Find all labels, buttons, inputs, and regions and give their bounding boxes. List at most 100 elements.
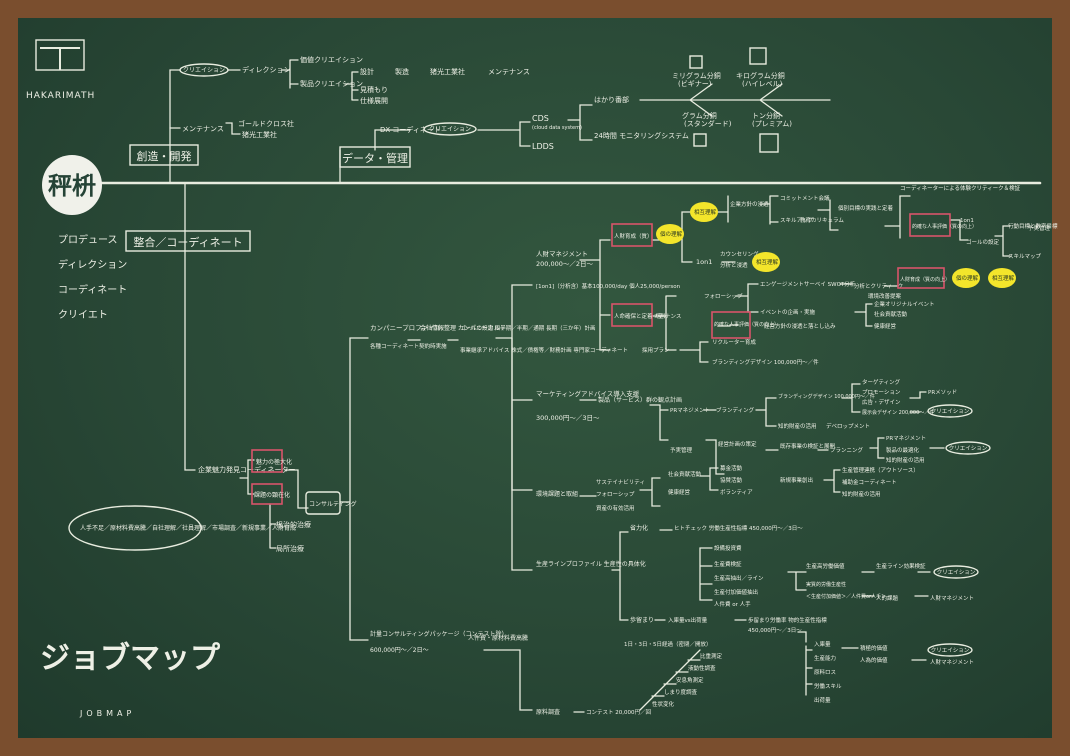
line-production: [611, 531, 629, 621]
chalkboard-surface: [18, 18, 1052, 738]
integration-right: カンパニープロファイル 各種コーディネート契約時実施 会社情報整理 カンパニーカ…: [370, 184, 1058, 716]
product-creation: 製品クリエイション: [300, 79, 363, 88]
cds-label: CDS: [532, 114, 549, 123]
labor-skill: 労働スキル: [814, 682, 842, 690]
education-label: 教育カリキュラム: [800, 216, 844, 224]
business-support: 事業継承アドバイス 株式／債権等／財務計画 専門家コーディネート: [460, 346, 628, 354]
stability-label: 安息角測定: [676, 676, 704, 684]
value-added: 生産付加価値抽出: [714, 588, 758, 596]
marketing-label: マーケティングアドバイス導入支援: [536, 389, 640, 398]
schedule-label: 1日・3日・5日経過（密閉／開放）: [624, 640, 712, 648]
action-goal: 行動目標と数字目標: [1008, 222, 1058, 230]
pr-management: PRマネジメント: [670, 407, 710, 414]
branch-integration: 整合／コーディネート: [133, 235, 242, 249]
creation-tag-oval: [179, 63, 229, 77]
line-recruit: [679, 341, 709, 363]
recruitment-label: 採用プラン: [642, 346, 670, 354]
value-labor: ＜生産付加価値＞／人件費or人手＞: [806, 593, 886, 600]
mutual3-highlight: [988, 268, 1016, 288]
integration-left: 企業魅力発見コーディネーター 人手不足／原材料費高騰／自社理解／社員理解／市場調…: [68, 449, 357, 553]
weight-measure: 比重測定: [700, 652, 723, 660]
value-focus: 積極的価値: [860, 644, 888, 652]
labor-material: 人件費・原材料費高騰: [468, 634, 528, 642]
center-node: 秤枡: [42, 155, 102, 215]
consulting-label: コンサルティング: [309, 500, 357, 508]
branch-integration-line: [184, 182, 196, 471]
jobmap-sub: JOBMAP: [79, 709, 135, 718]
hr-secure: 人命確保と定着（量）: [614, 312, 669, 320]
line-goal-action: [994, 225, 1011, 257]
pr-management2: PRマネジメント: [886, 435, 926, 442]
creation-tag4-oval: [945, 441, 991, 455]
labor-saving: 省力化: [630, 524, 648, 532]
pr-method: PRメソッド: [928, 390, 957, 396]
skillup-label: スキルアップ: [780, 217, 814, 224]
hr-secure-box: [611, 303, 653, 327]
line-social: [699, 467, 719, 491]
profile-items: 各種コーディネート契約時実施: [370, 342, 447, 350]
hr-management: 人財マネジメント: [536, 249, 588, 258]
role-create: クリイエト: [58, 309, 108, 321]
line-consulting-split: [339, 337, 369, 641]
line-products: [649, 404, 669, 441]
promotion-label: プロモーション: [862, 389, 901, 396]
volunteer-label: ボランティア: [720, 488, 753, 496]
root-cure: 根治的治療: [276, 520, 311, 529]
line-hr-split: [579, 239, 611, 351]
subsidy-label: 補助金コーディネート: [842, 478, 897, 486]
branding-design2: ブランディングデザイン 100,000円〜／件: [778, 393, 875, 400]
line-pr: [703, 397, 777, 427]
weight-mg: ミリグラム分銅: [672, 71, 721, 80]
yield-label: 歩留まり: [630, 616, 654, 624]
value-creation: 価値クリエイション: [300, 55, 363, 64]
internal-events: 企業オリジナルイベント: [874, 300, 935, 308]
creation-tag4: クリエイション: [949, 445, 988, 452]
governance-label: ガバナンス: [654, 312, 681, 320]
spec-label: 仕様展開: [360, 96, 388, 105]
events-label: イベントの企画・実施: [760, 308, 816, 316]
visualize-box: [251, 449, 283, 473]
follow2-label: フォローシップ: [596, 491, 635, 498]
production-line2: 生産高抽出／ライン: [714, 574, 764, 582]
creation-tag5: クリエイション: [937, 569, 976, 576]
engagement-label: エンゲージメントサーベイ SWOT分析: [760, 280, 856, 288]
env-improve: 環境改善提案: [868, 292, 902, 300]
budget-mgmt: 予実管理: [670, 446, 693, 454]
problems-note: 人手不足／原材料費高騰／自社理解／社員理解／市場調査／新規事業／人財育成: [80, 524, 296, 532]
line-direction-split: [281, 59, 299, 89]
cds-sub: (cloud data system): [532, 125, 582, 131]
data-box: [339, 146, 411, 168]
line-env: [579, 477, 661, 507]
new-biz: 新規事業創出: [780, 476, 813, 484]
indiv2-label: 個の理解: [956, 274, 979, 282]
rotation-label: しまり度調査: [664, 688, 698, 696]
problems-bubble: [68, 505, 202, 551]
line-commit: [759, 195, 779, 225]
line-product-split: [344, 71, 359, 101]
line-goal-split: [495, 284, 533, 491]
line-ad: [909, 391, 927, 413]
issue-label: 課題の顕在化: [254, 491, 290, 499]
org-goal: 個別目標の実践と定着: [838, 204, 894, 212]
hr-mgmt3: 人財マネジメント: [930, 658, 974, 666]
estimate-label: 見積もり: [360, 85, 388, 94]
contest-label: コンテスト 20,000円／回: [586, 709, 651, 716]
hr-1on1: [1on1]（分析含）基本100,000/day 個人25,000/person: [536, 282, 681, 290]
indiv-highlight: [656, 224, 684, 244]
corporate-culture: 企業方針の浸透: [730, 200, 769, 208]
chain-manufacture: 製造: [395, 67, 409, 76]
real-prod: 実質的労働生産性: [806, 581, 846, 588]
appropriate-eval2: 的確な人事評価（質の向上）: [714, 321, 779, 328]
env-issue: 環境課題と取組: [536, 490, 578, 498]
production-mgmt: 生産管理連携（アウトソース）: [842, 466, 919, 474]
line-weights-tree: [639, 83, 831, 117]
creation-tag: クリエイション: [183, 67, 225, 74]
counseling-label: カウンセリング: [720, 250, 759, 258]
weight-g-sub: (スタンダード): [684, 119, 732, 128]
line-data-dx: [374, 129, 411, 151]
line-dx-cds: [477, 121, 531, 147]
branch-creation-line: [169, 69, 181, 184]
line-consult-raw: [483, 649, 533, 711]
weight-mg-icon: [689, 55, 703, 69]
line-to-consulting: [284, 469, 309, 509]
